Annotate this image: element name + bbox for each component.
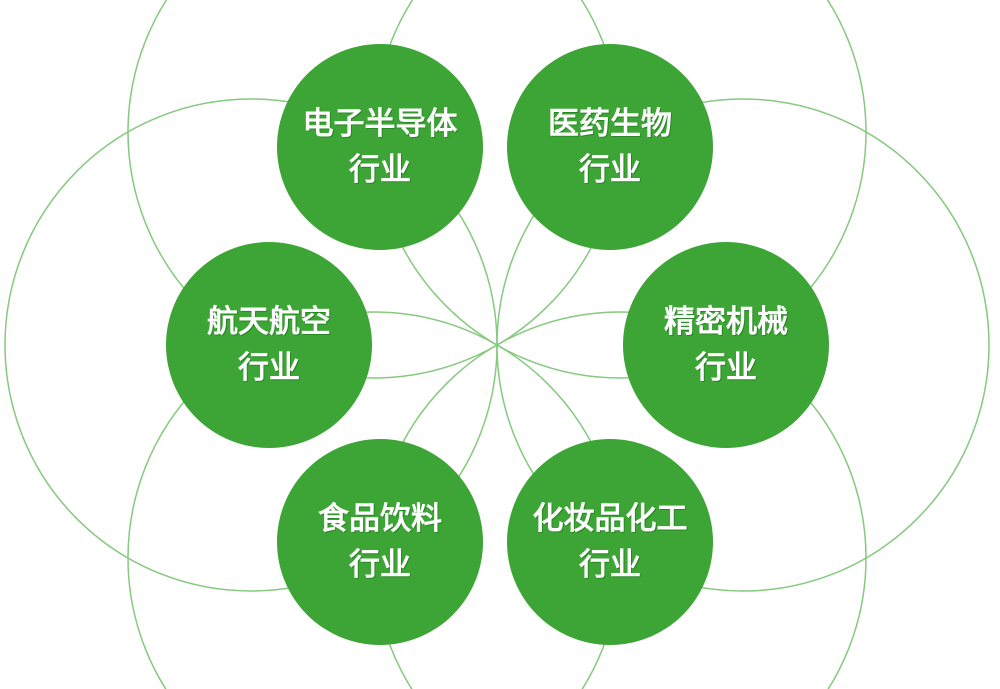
node-pharma-biotech[interactable]: 医药生物 行业	[507, 44, 713, 250]
node-label: 医药生物	[548, 106, 672, 142]
node-sublabel: 行业	[238, 350, 300, 386]
node-food-beverage[interactable]: 食品饮料 行业	[277, 439, 483, 645]
node-label: 精密机械	[664, 304, 788, 340]
node-label: 食品饮料	[318, 501, 442, 537]
node-aerospace[interactable]: 航天航空 行业	[166, 242, 372, 448]
node-sublabel: 行业	[349, 152, 411, 188]
node-precision-machinery[interactable]: 精密机械 行业	[623, 242, 829, 448]
node-electronics-semiconductor[interactable]: 电子半导体 行业	[277, 44, 483, 250]
node-sublabel: 行业	[349, 547, 411, 583]
node-cosmetics-chemical[interactable]: 化妆品化工 行业	[507, 439, 713, 645]
node-sublabel: 行业	[695, 350, 757, 386]
node-sublabel: 行业	[579, 152, 641, 188]
node-label: 化妆品化工	[532, 501, 688, 537]
node-label: 电子半导体	[302, 106, 458, 142]
node-sublabel: 行业	[579, 547, 641, 583]
node-label: 航天航空	[207, 304, 331, 340]
